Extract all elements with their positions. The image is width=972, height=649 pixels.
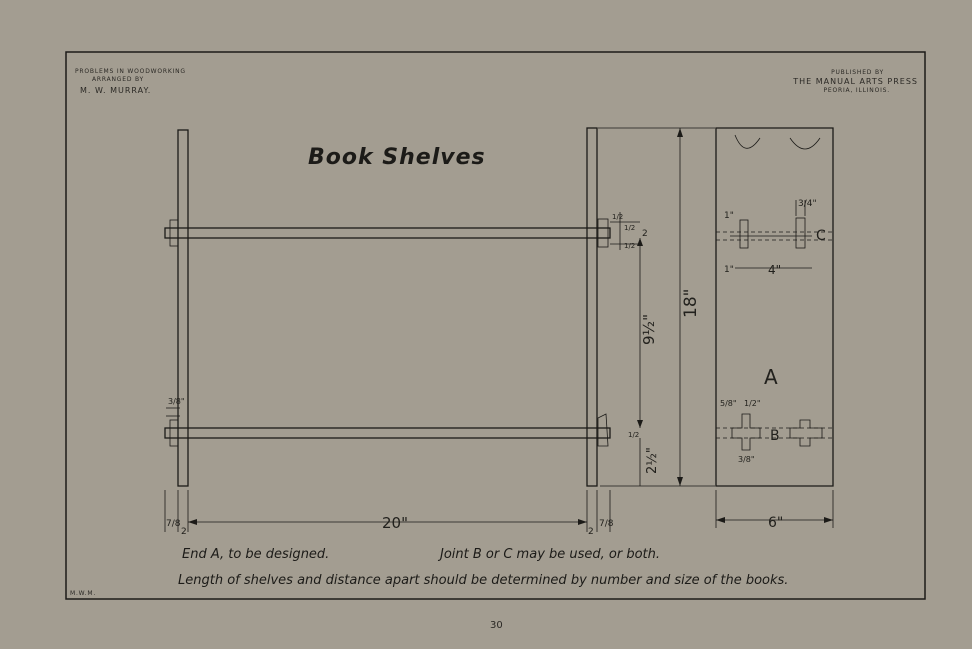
shelf-dim-half-2: 1/2 xyxy=(624,224,635,232)
upper-shelf-left-tenon xyxy=(169,219,179,247)
right-end-board xyxy=(586,127,598,487)
lower-shelf-half: 1/2 xyxy=(628,431,639,439)
joint-b-label: B xyxy=(770,428,780,444)
shelf-dim-half-3: 1/2 xyxy=(624,242,635,250)
left-dim-3-8: 3/8" xyxy=(168,397,185,406)
joint-b-cross-left xyxy=(731,413,761,451)
note-shelf-length: Length of shelves and distance apart sho… xyxy=(178,573,788,588)
bottom-clearance-dim: 2½" xyxy=(645,447,660,474)
joint-b-cross-right xyxy=(789,419,823,447)
lower-shelf-left-tenon xyxy=(169,419,179,447)
upper-shelf-right-peg xyxy=(597,218,609,248)
header-series: PROBLEMS IN WOODWORKING xyxy=(75,68,186,75)
joint-b-dim-5-8: 5/8" xyxy=(720,399,737,408)
lower-shelf xyxy=(164,427,611,439)
overall-width-dim: 20" xyxy=(382,514,408,532)
page-number: 30 xyxy=(490,620,503,631)
shelf-dim-half-1: 1/2 xyxy=(612,213,623,221)
end-a-side-board xyxy=(715,127,834,487)
drafter-initials: M.W.M. xyxy=(70,590,96,597)
header-city: PEORIA, ILLINOIS. xyxy=(823,87,890,94)
header-arranged-by: ARRANGED BY xyxy=(92,76,144,83)
header-author: M. W. MURRAY. xyxy=(80,86,151,95)
left-end-board xyxy=(177,129,189,487)
joint-c-peg-dim: 3/4" xyxy=(798,199,817,209)
upper-shelf xyxy=(164,227,611,239)
right-dim-2: 2 xyxy=(588,527,594,537)
joint-b-dim-3-8: 3/8" xyxy=(738,455,755,464)
right-dim-7-8: 7/8 xyxy=(599,519,614,529)
joint-c-peg-left xyxy=(739,219,749,249)
shelf-dim-2: 2 xyxy=(642,229,648,239)
lower-shelf-right-wedge xyxy=(597,413,609,447)
joint-c-peg-right xyxy=(795,217,806,249)
header-press: THE MANUAL ARTS PRESS xyxy=(792,77,918,86)
drawing-title: Book Shelves xyxy=(308,145,486,170)
end-a-label: A xyxy=(764,365,778,389)
shelf-spacing-dim: 9½" xyxy=(640,314,658,345)
joint-c-slot-dim: 4" xyxy=(768,263,781,277)
header-published-by: PUBLISHED BY xyxy=(831,69,884,76)
joint-c-label: C xyxy=(816,228,826,244)
end-a-decoration xyxy=(734,134,821,150)
left-dim-2: 2 xyxy=(181,527,187,537)
left-dim-7-8: 7/8 xyxy=(166,519,181,529)
end-width-dim: 6" xyxy=(768,515,783,531)
note-joints: Joint B or C may be used, or both. xyxy=(437,547,660,562)
overall-height-dim: 18" xyxy=(681,289,701,318)
joint-c-dim-1-top: 1" xyxy=(724,211,734,221)
joint-b-dim-1-2: 1/2" xyxy=(744,399,761,408)
drawing-border xyxy=(65,51,926,600)
note-end-a: End A, to be designed. xyxy=(182,547,329,562)
joint-c-dim-1-bottom: 1" xyxy=(724,265,734,275)
